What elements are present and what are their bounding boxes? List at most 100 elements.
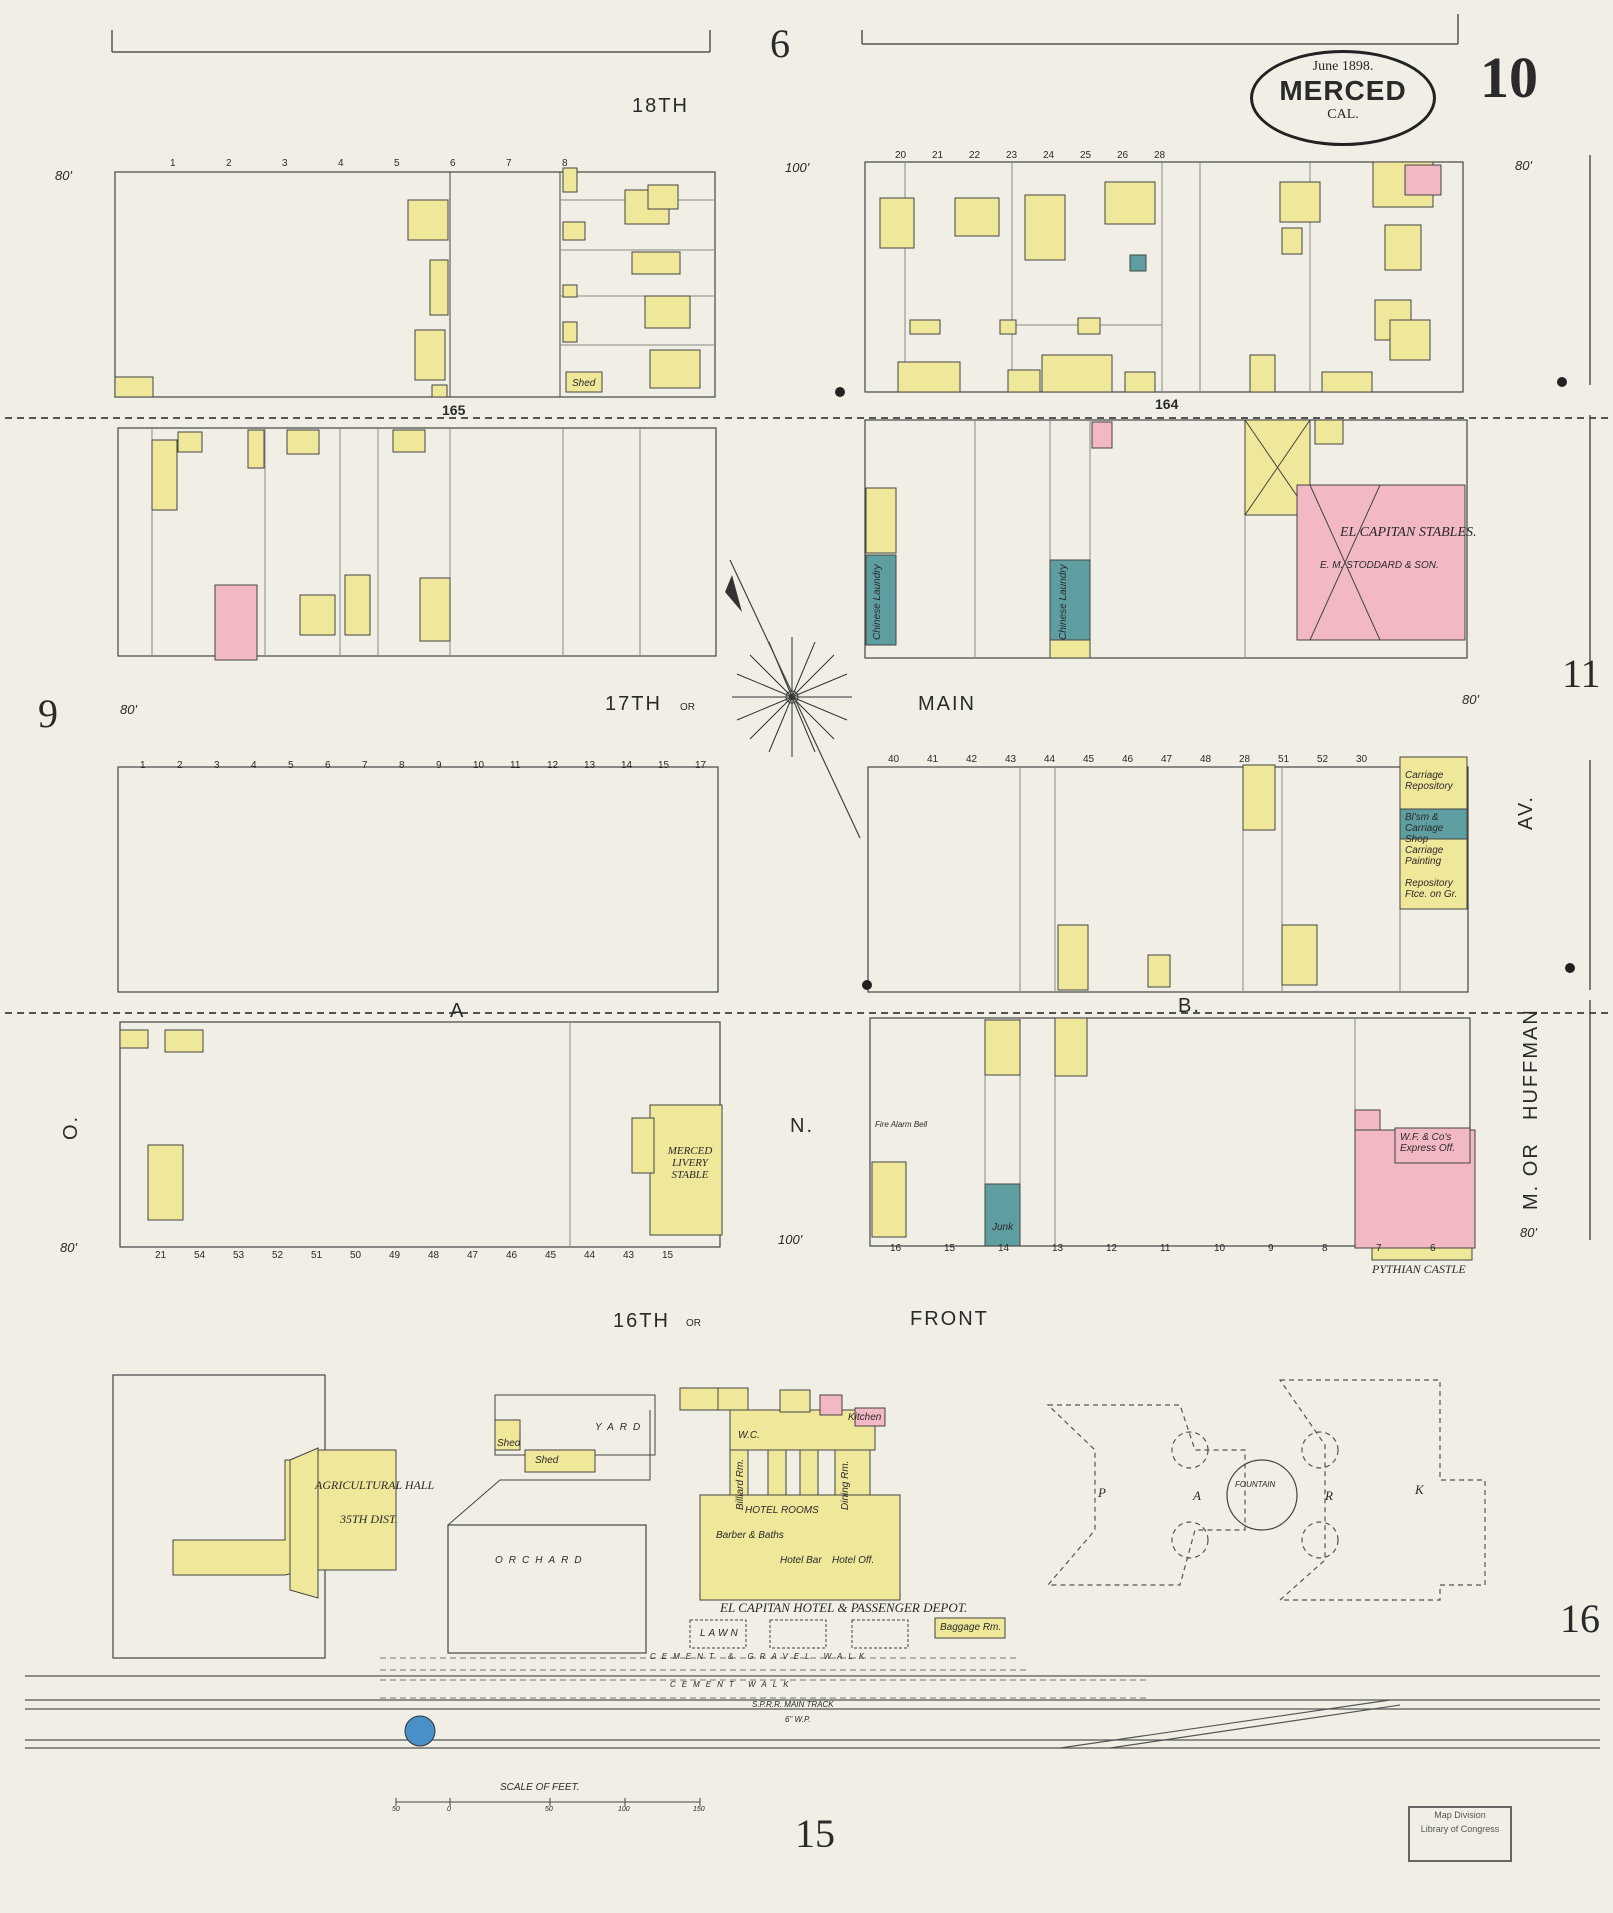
lot-number: 28: [1154, 150, 1166, 161]
lot-number: 5: [394, 158, 400, 169]
lot-number: 48: [428, 1250, 440, 1261]
lot-number: 41: [927, 754, 939, 765]
label-repository-ftce: Repository Ftce. on Gr.: [1405, 878, 1458, 900]
street-n: N.: [790, 1115, 814, 1137]
scale-tick-3: 100: [618, 1806, 630, 1813]
street-huffman: HUFFMAN: [1520, 1008, 1542, 1120]
lot-number: 40: [888, 754, 900, 765]
adjoining-sheet-left: 9: [38, 691, 58, 736]
lot-number: 44: [584, 1250, 596, 1261]
lot-number: 21: [155, 1250, 167, 1261]
label-water-pipe: 6" W.P.: [785, 1715, 811, 1724]
lot-number: 12: [547, 760, 559, 771]
stamp-line-1: Map Division: [1434, 1810, 1486, 1820]
lot-number: 54: [194, 1250, 206, 1261]
label-shed-3: Shed: [535, 1455, 559, 1466]
lot-number: 43: [1005, 754, 1017, 765]
lot-number: 15: [944, 1243, 956, 1254]
lot-number: 49: [389, 1250, 401, 1261]
lot-number: 8: [399, 760, 405, 771]
scale-bar: [395, 1798, 701, 1806]
lot-number: 45: [545, 1250, 557, 1261]
lot-number: 46: [1122, 754, 1134, 765]
lot-number: 52: [272, 1250, 284, 1261]
lot-number: 47: [1161, 754, 1173, 765]
scale-label: SCALE OF FEET.: [500, 1782, 580, 1793]
lot-number: 6: [450, 158, 456, 169]
lot-number: 3: [282, 158, 288, 169]
lot-number: 15: [662, 1250, 674, 1261]
lot-number: 43: [623, 1250, 635, 1261]
sheet-number: 10: [1480, 45, 1538, 110]
label-agricultural-hall: AGRICULTURAL HALL: [315, 1478, 435, 1492]
label-fountain: FOUNTAIN: [1235, 1480, 1276, 1489]
label-fire-alarm-bell: Fire Alarm Bell: [875, 1120, 928, 1129]
scale-tick-2: 50: [545, 1806, 553, 1813]
label-shed-2: Shed: [497, 1438, 521, 1449]
lot-number: 53: [233, 1250, 245, 1261]
street-front: FRONT: [910, 1308, 989, 1330]
lot-number: 44: [1044, 754, 1056, 765]
label-billiard-rm: Billiard Rm.: [735, 1458, 746, 1510]
label-barber: Barber & Baths: [716, 1530, 784, 1541]
city-name: MERCED: [1279, 75, 1407, 106]
lot-number: 22: [969, 150, 981, 161]
lot-number: 47: [467, 1250, 479, 1261]
lot-number: 23: [1006, 150, 1018, 161]
label-wc: W.C.: [738, 1430, 760, 1441]
lot-number: 50: [350, 1250, 362, 1261]
label-chinese-laundry-2: Chinese Laundry: [1058, 564, 1069, 640]
lot-number: 12: [1106, 1243, 1118, 1254]
label-cement-gravel-walk: CEMENT & GRAVEL WALK: [650, 1652, 871, 1661]
lot-number: 9: [1268, 1243, 1274, 1254]
dimension-label: 80': [1462, 692, 1479, 707]
dimension-label: 80': [1520, 1225, 1537, 1240]
scale-tick-0: 50: [392, 1806, 400, 1813]
lot-number: 10: [1214, 1243, 1226, 1254]
street-m-or: M. OR: [1520, 1142, 1542, 1210]
lot-number: 3: [214, 760, 220, 771]
label-hotel-bar: Hotel Bar: [780, 1555, 822, 1566]
label-yard: YARD: [595, 1422, 647, 1433]
stamp-line-2: Library of Congress: [1420, 1824, 1500, 1834]
label-el-capitan-stables: EL CAPITAN STABLES.: [1340, 525, 1477, 540]
lot-number: 14: [998, 1243, 1010, 1254]
label-35th-district: 35TH DIST.: [340, 1512, 398, 1526]
lot-number: 30: [1356, 754, 1368, 765]
lot-number: 1: [170, 158, 176, 169]
dimension-label: 80': [1515, 158, 1532, 173]
label-main-track: S.P.R.R. MAIN TRACK: [752, 1700, 834, 1709]
compass-rose: [732, 637, 852, 757]
dimension-label: 100': [778, 1232, 803, 1247]
label-hotel-rooms: HOTEL ROOMS: [745, 1505, 819, 1516]
lot-number: 14: [621, 760, 633, 771]
label-chinese-laundry-1: Chinese Laundry: [872, 564, 883, 640]
lot-number: 2: [177, 760, 183, 771]
lot-number: 16: [890, 1243, 902, 1254]
adjoining-sheet-bottom: 15: [795, 1811, 835, 1856]
block-number-right: 164: [1155, 396, 1179, 412]
street-16th-or: OR: [686, 1318, 701, 1329]
street-main: MAIN: [918, 693, 976, 715]
street-16th: 16TH: [613, 1310, 670, 1332]
label-shed-1: Shed: [572, 378, 596, 389]
lot-number: 11: [1160, 1243, 1171, 1254]
lot-number: 51: [1278, 754, 1290, 765]
label-kitchen: Kitchen: [848, 1412, 882, 1423]
library-stamp: Map Division Library of Congress: [1408, 1806, 1512, 1862]
lot-number: 24: [1043, 150, 1055, 161]
lot-number: 6: [1430, 1243, 1436, 1254]
label-wf-express: W.F. & Co's Express Off.: [1400, 1132, 1456, 1154]
label-lawn: LAWN: [700, 1628, 741, 1639]
label-park-r: R: [1325, 1488, 1333, 1503]
lot-number: 48: [1200, 754, 1212, 765]
dimension-label: 80': [120, 702, 137, 717]
label-orchard: ORCHARD: [495, 1555, 588, 1566]
lot-number: 25: [1080, 150, 1092, 161]
label-carriage-repository: Carriage Repository: [1405, 770, 1453, 792]
lot-number: 7: [1376, 1243, 1382, 1254]
map-date: June 1898.: [1312, 59, 1374, 74]
label-park-a: A: [1193, 1488, 1201, 1503]
label-cement-walk: CEMENT WALK: [670, 1680, 795, 1689]
